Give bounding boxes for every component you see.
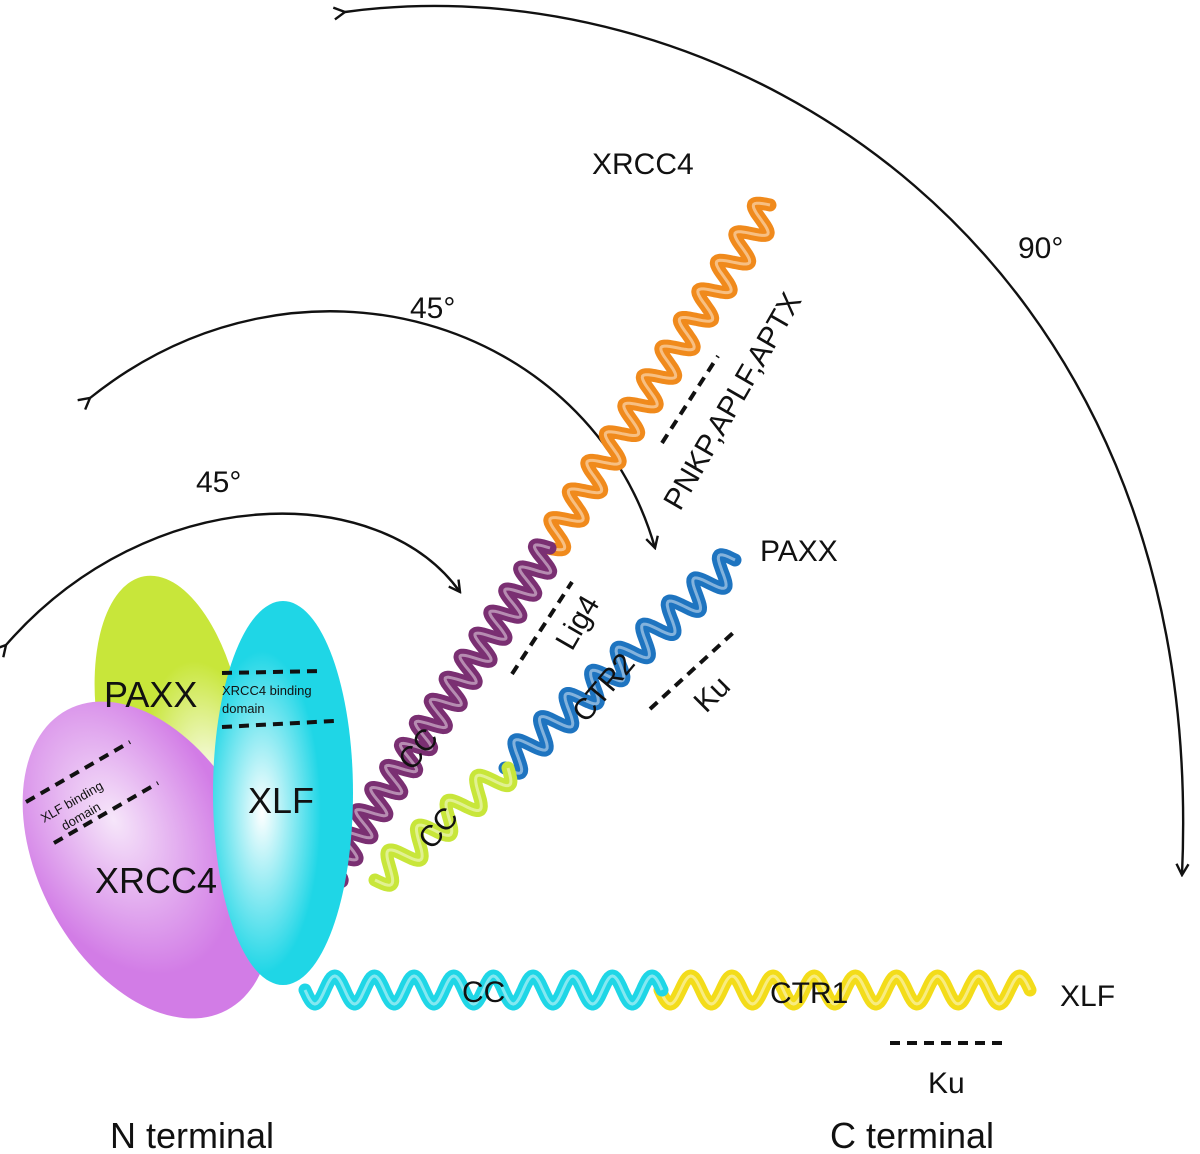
paxx-helix-name: PAXX bbox=[760, 535, 838, 568]
xlf-cc-helix bbox=[298, 969, 669, 1011]
paxx-cc-helix bbox=[368, 761, 518, 892]
globular-domains: PAXX XLF XRCC4 XRCC4 binding domain XLF … bbox=[22, 575, 353, 1019]
angle-label-45-inner: 45° bbox=[196, 466, 241, 499]
angle-label-45-middle: 45° bbox=[410, 292, 455, 325]
angle-labels: 90° 45° 45° bbox=[196, 232, 1063, 499]
xlf-binding-dash-bottom bbox=[53, 781, 159, 845]
paxx-ku-dash bbox=[648, 630, 736, 711]
xlf-ctr1-helix bbox=[653, 969, 1037, 1011]
xlf-cc-helix-highlight bbox=[303, 974, 664, 1006]
lig4-dash bbox=[510, 580, 574, 676]
xrcc4-ctr-helix bbox=[541, 196, 777, 557]
lig4-label: Lig4 bbox=[549, 590, 606, 656]
xrcc4-domain-label: XRCC4 bbox=[95, 860, 217, 901]
xlf-ctr1-label: CTR1 bbox=[770, 977, 848, 1010]
angle-label-90: 90° bbox=[1018, 232, 1063, 265]
xrcc4-ctr-helix-highlight bbox=[547, 201, 771, 552]
helix-layer bbox=[274, 196, 1037, 1011]
termini-labels: N terminal C terminal bbox=[110, 1115, 994, 1154]
c-terminal-label: C terminal bbox=[830, 1115, 994, 1154]
xrcc4-binding-dash-bottom bbox=[221, 719, 335, 729]
xrcc4-binding-domain-label-2: domain bbox=[222, 701, 265, 716]
xlf-cc-label: CC bbox=[462, 976, 505, 1009]
xrcc4-helix-name: XRCC4 bbox=[592, 148, 694, 181]
xrcc4-binding-domain-label-1: XRCC4 binding bbox=[222, 683, 312, 698]
paxx-domain-label: PAXX bbox=[104, 674, 197, 715]
helix-labels: XRCC4 PAXX XLF CC CC CTR2 CC CTR1 bbox=[392, 148, 1115, 1013]
xrcc4-head-domain bbox=[22, 701, 272, 1019]
xlf-head-domain bbox=[213, 601, 353, 985]
paxx-cc-helix-highlight bbox=[374, 767, 513, 887]
xlf-domain-label: XLF bbox=[248, 780, 314, 821]
arc-45-degrees-inner bbox=[6, 512, 460, 645]
xlf-helix-name: XLF bbox=[1060, 980, 1115, 1013]
paxx-ctr2-label: CTR2 bbox=[566, 647, 642, 728]
xlf-binding-dash-top bbox=[25, 740, 131, 804]
xlf-ku-label: Ku bbox=[928, 1067, 965, 1100]
pnkp-aplf-aptx-dash bbox=[660, 354, 720, 445]
xlf-ctr1-helix-highlight bbox=[658, 974, 1032, 1006]
arc-90-degrees bbox=[345, 4, 1183, 875]
paxx-ctr2-helix bbox=[498, 548, 742, 780]
n-terminal-label: N terminal bbox=[110, 1115, 274, 1154]
paxx-ku-label: Ku bbox=[688, 670, 737, 719]
arc-45-degrees-outer bbox=[90, 310, 655, 548]
paxx-ctr2-helix-highlight bbox=[504, 553, 736, 775]
